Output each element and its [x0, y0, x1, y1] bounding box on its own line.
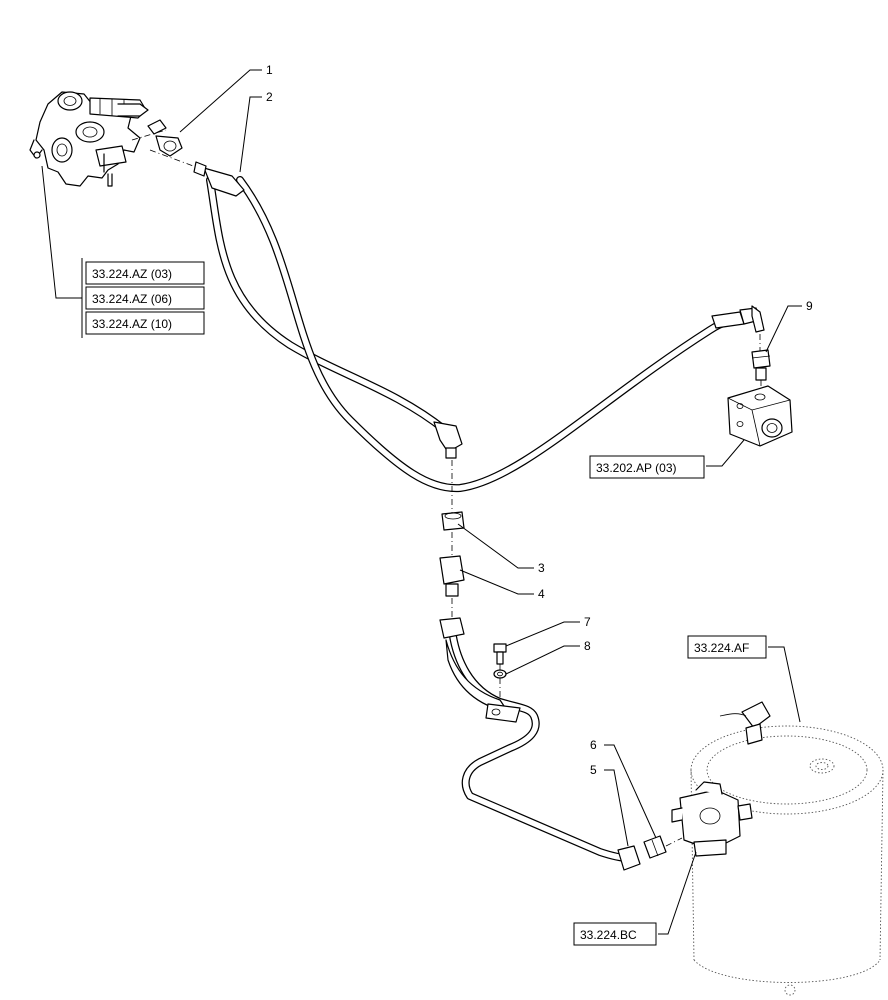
steel-tube — [439, 617, 683, 871]
callout-1: 1 — [266, 63, 273, 77]
callout-9: 9 — [806, 299, 813, 313]
compressor-assembly — [29, 91, 205, 187]
callout-8: 8 — [584, 639, 591, 653]
callout-4: 4 — [538, 587, 545, 601]
air-tank — [690, 701, 884, 996]
hose-assembly — [193, 161, 765, 518]
tank-valve — [671, 781, 753, 857]
svg-text:33.202.AP (03): 33.202.AP (03) — [596, 461, 677, 475]
reference-az03[interactable]: 33.224.AZ (03) — [85, 261, 205, 285]
callout-7: 7 — [584, 615, 591, 629]
callout-2: 2 — [266, 90, 273, 104]
reference-af[interactable]: 33.224.AF — [687, 635, 767, 659]
svg-text:33.224.AZ (10): 33.224.AZ (10) — [92, 317, 172, 331]
bolt-washer — [493, 643, 507, 700]
reference-az10[interactable]: 33.224.AZ (10) — [85, 311, 205, 335]
callout-3: 3 — [538, 561, 545, 575]
reference-ap03[interactable]: 33.202.AP (03) — [589, 455, 705, 479]
svg-text:33.224.BC: 33.224.BC — [580, 928, 637, 942]
leader-lines — [41, 69, 802, 935]
svg-text:33.224.AF: 33.224.AF — [694, 641, 749, 655]
callout-6: 6 — [590, 738, 597, 752]
svg-text:33.224.AZ (03): 33.224.AZ (03) — [92, 267, 172, 281]
svg-text:33.224.AZ (06): 33.224.AZ (06) — [92, 292, 172, 306]
reference-bc[interactable]: 33.224.BC — [573, 922, 657, 946]
valve-block-fitting — [727, 334, 793, 447]
callout-5: 5 — [590, 763, 597, 777]
reference-az06[interactable]: 33.224.AZ (06) — [85, 286, 205, 310]
adapters — [439, 511, 465, 618]
callout-labels: 1 2 9 3 4 7 8 6 5 — [266, 63, 813, 777]
